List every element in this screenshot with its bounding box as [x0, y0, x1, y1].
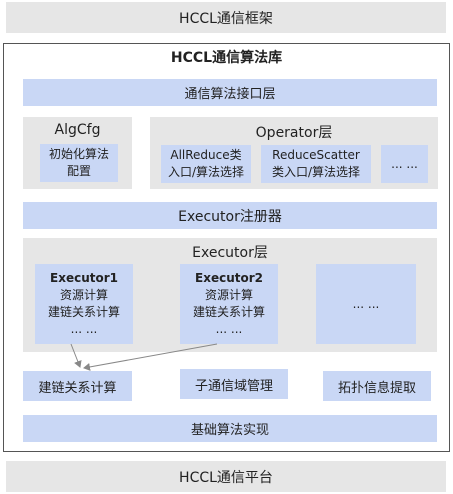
executor1-name: Executor1 [50, 271, 118, 285]
base-algorithm-impl: 基础算法实现 [23, 415, 437, 442]
algcfg-init-box: 初始化算法 配置 [40, 144, 118, 182]
operator-reducescatter-box: ReduceScatter 类入口/算法选择 [261, 145, 371, 183]
algcfg-init-line2: 配置 [66, 164, 91, 178]
executor-registry: Executor注册器 [23, 202, 437, 229]
subcomm-domain-mgmt-box: 子通信域管理 [180, 369, 288, 399]
hccl-platform-label: HCCL通信平台 [179, 469, 273, 486]
interface-layer: 通信算法接口层 [23, 79, 437, 106]
hccl-framework-bar: HCCL通信框架 [6, 2, 446, 33]
executor2-box: Executor2 资源计算 建链关系计算 ... ... [180, 264, 278, 344]
operator-title: Operator层 [255, 125, 333, 141]
executor-more-box: ... ... [316, 264, 416, 344]
link-relation-calc-box: 建链关系计算 [23, 371, 132, 401]
hccl-platform-bar: HCCL通信平台 [6, 461, 446, 492]
executor1-box: Executor1 资源计算 建链关系计算 ... ... [35, 264, 133, 344]
executor-layer-title: Executor层 [192, 245, 268, 261]
algcfg-title: AlgCfg [54, 122, 101, 138]
executor2-name: Executor2 [195, 271, 263, 285]
operator-more-box: ... ... [381, 145, 428, 183]
algcfg-init-line1: 初始化算法 [48, 147, 109, 161]
topology-extract-box: 拓扑信息提取 [323, 371, 431, 401]
hccl-framework-label: HCCL通信框架 [179, 10, 273, 27]
operator-allreduce-box: AllReduce类 入口/算法选择 [161, 145, 251, 183]
algorithm-library-title: HCCL通信算法库 [170, 50, 283, 66]
